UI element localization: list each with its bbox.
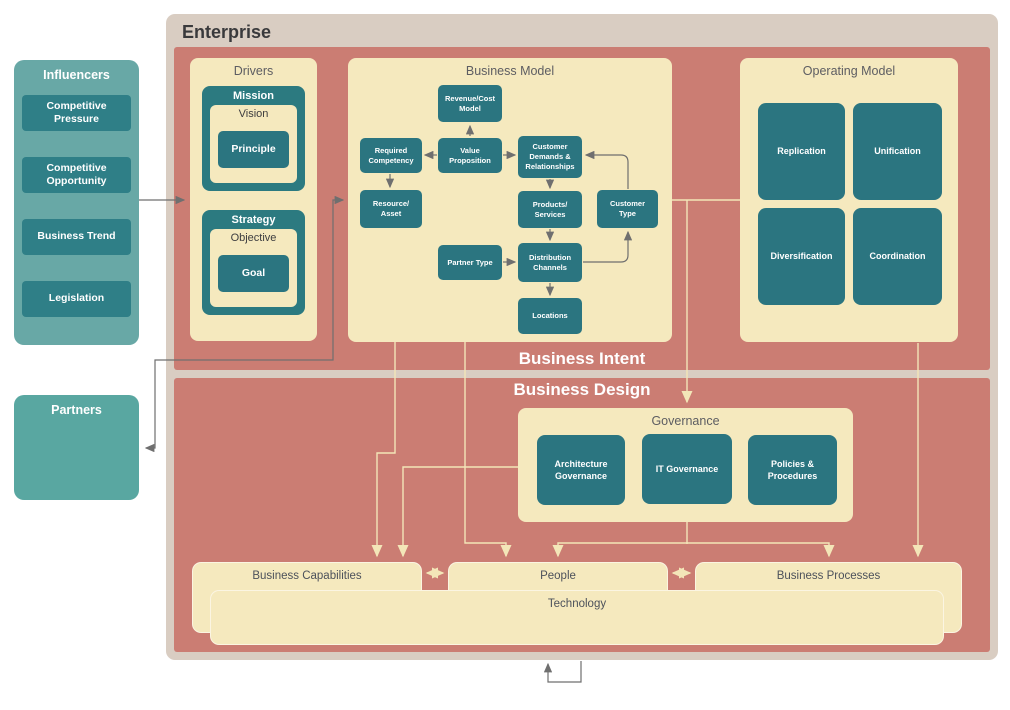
node-required-competency[interactable]: Required Competency <box>360 138 422 173</box>
node-partner-type[interactable]: Partner Type <box>438 245 502 280</box>
node-architecture-governance[interactable]: Architecture Governance <box>537 435 625 505</box>
node-customer-demands-relationships[interactable]: Customer Demands & Relationships <box>518 136 582 178</box>
operating-model-title: Operating Model <box>802 64 896 78</box>
enterprise-container: Enterprise Drivers Mission Vision Princi… <box>166 14 998 660</box>
cell-replication[interactable]: Replication <box>758 103 845 200</box>
business-model-title: Business Model <box>465 64 555 78</box>
node-it-governance[interactable]: IT Governance <box>642 434 732 504</box>
cell-unification[interactable]: Unification <box>853 103 942 200</box>
governance-box[interactable]: Governance Architecture Governance IT Go… <box>518 408 853 522</box>
influencer-competitive-opportunity[interactable]: Competitive Opportunity <box>22 157 131 193</box>
partners-title: Partners <box>51 403 102 417</box>
business-model-box[interactable]: Business Model Revenue/Cost Model Requir… <box>348 58 672 342</box>
business-design-section: Business Design Governance Architecture … <box>174 378 990 652</box>
partners-panel[interactable]: Partners <box>14 395 139 500</box>
drivers-title: Drivers <box>233 64 274 78</box>
technology-label: Technology <box>547 598 607 610</box>
business-intent-label: Business Intent <box>518 349 646 368</box>
goal-box[interactable]: Goal <box>218 255 289 292</box>
operating-model-box[interactable]: Operating Model Replication Unification … <box>740 58 958 342</box>
strategy-label: Strategy <box>231 214 276 226</box>
influencers-title: Influencers <box>43 68 110 82</box>
business-capabilities-label: Business Capabilities <box>252 570 362 582</box>
drivers-box[interactable]: Drivers Mission Vision Principle Strateg… <box>190 58 317 341</box>
objective-box[interactable]: Objective Goal <box>210 229 297 307</box>
node-resource-asset[interactable]: Resource/ Asset <box>360 190 422 228</box>
cell-coordination[interactable]: Coordination <box>853 208 942 305</box>
cell-diversification[interactable]: Diversification <box>758 208 845 305</box>
people-label: People <box>540 570 576 582</box>
influencer-legislation[interactable]: Legislation <box>22 281 131 317</box>
business-processes-label: Business Processes <box>776 570 881 582</box>
technology-box[interactable]: Technology <box>210 590 944 645</box>
vision-box[interactable]: Vision Principle <box>210 105 297 183</box>
business-intent-section: Drivers Mission Vision Principle Strateg… <box>174 47 990 370</box>
influencers-panel[interactable]: Influencers Competitive Pressure Competi… <box>14 60 139 345</box>
node-distribution-channels[interactable]: Distribution Channels <box>518 243 582 282</box>
node-revenue-cost-model[interactable]: Revenue/Cost Model <box>438 85 502 122</box>
mission-box[interactable]: Mission Vision Principle <box>202 86 305 191</box>
node-policies-procedures[interactable]: Policies & Procedures <box>748 435 837 505</box>
node-locations[interactable]: Locations <box>518 298 582 334</box>
mission-label: Mission <box>233 90 274 102</box>
enterprise-title: Enterprise <box>182 22 272 42</box>
influencer-business-trend[interactable]: Business Trend <box>22 219 131 255</box>
arrow-technology-feedback-loop <box>543 661 582 683</box>
node-customer-type[interactable]: Customer Type <box>597 190 658 228</box>
node-value-proposition[interactable]: Value Proposition <box>438 138 502 173</box>
objective-label: Objective <box>230 232 277 244</box>
strategy-box[interactable]: Strategy Objective Goal <box>202 210 305 315</box>
vision-label: Vision <box>238 108 269 120</box>
influencer-competitive-pressure[interactable]: Competitive Pressure <box>22 95 131 131</box>
business-design-label: Business Design <box>513 380 651 399</box>
governance-title: Governance <box>651 414 720 428</box>
principle-box[interactable]: Principle <box>218 131 289 168</box>
node-products-services[interactable]: Products/ Services <box>518 191 582 228</box>
